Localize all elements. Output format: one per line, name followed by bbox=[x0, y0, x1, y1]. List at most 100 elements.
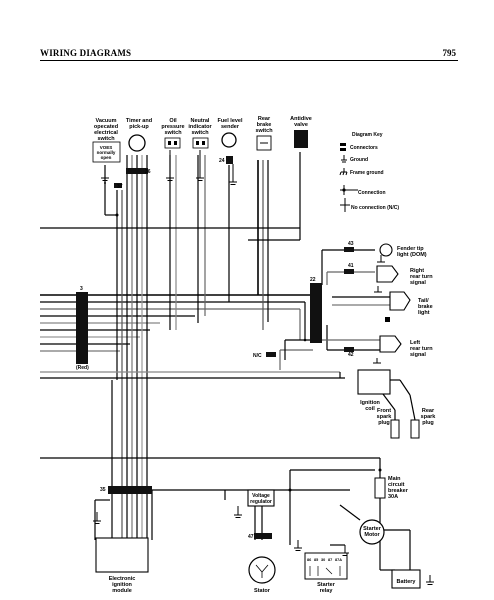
svg-text:Oil: Oil bbox=[169, 118, 177, 124]
breaker-label: Main circuit breaker 30A bbox=[388, 476, 409, 500]
diagram-key: Diagram Key Connectors Ground Frame grou… bbox=[339, 132, 399, 212]
svg-text:opecated: opecated bbox=[94, 124, 118, 130]
connector-22 bbox=[310, 283, 322, 343]
vacuum-switch-label: Vacuum opecated electrical switch bbox=[94, 118, 118, 142]
svg-text:42: 42 bbox=[348, 352, 354, 358]
left-turn-signal bbox=[379, 335, 402, 353]
svg-text:switch: switch bbox=[164, 130, 182, 136]
voes-box bbox=[92, 141, 121, 163]
svg-text:switch: switch bbox=[255, 128, 273, 134]
svg-text:module: module bbox=[112, 588, 132, 594]
svg-text:relay: relay bbox=[320, 588, 334, 594]
ignition-coil bbox=[357, 369, 391, 395]
connector-41 bbox=[344, 269, 354, 274]
harness-vertical bbox=[116, 155, 148, 540]
ground-icon bbox=[374, 286, 382, 293]
svg-text:30: 30 bbox=[321, 558, 325, 562]
svg-text:pressure: pressure bbox=[161, 124, 184, 130]
svg-text:No connection (N/C): No connection (N/C) bbox=[351, 205, 399, 211]
starter-relay bbox=[304, 552, 348, 580]
svg-text:sender: sender bbox=[221, 124, 240, 130]
svg-text:86: 86 bbox=[307, 558, 311, 562]
connector-24 bbox=[226, 156, 233, 164]
rear-spark-plug bbox=[410, 419, 420, 439]
oil-switch bbox=[164, 137, 181, 149]
ignition-module bbox=[95, 537, 149, 573]
rear-brake-switch-label: Rear brake switch bbox=[255, 116, 273, 134]
connector-35 bbox=[108, 486, 152, 494]
ground-icon bbox=[234, 506, 242, 518]
tail-brake-light bbox=[389, 291, 411, 311]
fuel-sender bbox=[221, 132, 237, 148]
starter-label: Starter Motor bbox=[363, 526, 382, 538]
svg-text:valve: valve bbox=[294, 122, 308, 128]
right-turn-label: Right rear turn signal bbox=[410, 268, 433, 286]
regulator-label: Voltage regulator bbox=[250, 493, 272, 505]
svg-text:rear turn: rear turn bbox=[410, 274, 433, 280]
svg-text:Tail/: Tail/ bbox=[418, 298, 429, 304]
red-tag: (Red) bbox=[76, 365, 89, 371]
svg-text:37: 37 bbox=[117, 184, 123, 190]
connector-36-top bbox=[126, 168, 148, 174]
module-label: Electronic ignition module bbox=[109, 576, 136, 594]
connector-labels: 37 36 24 3 22 43 41 42 35 47 bbox=[80, 158, 354, 540]
relay-terminals: 86 85 30 87 87A bbox=[307, 558, 342, 562]
svg-text:electrical: electrical bbox=[94, 130, 118, 136]
svg-text:Right: Right bbox=[410, 268, 424, 274]
neutral-switch-label: Neutral indicator switch bbox=[188, 118, 212, 136]
svg-text:light (DOM): light (DOM) bbox=[397, 252, 427, 258]
svg-text:Fuel level: Fuel level bbox=[217, 118, 243, 124]
voltage-regulator bbox=[247, 489, 275, 507]
timer-pickup bbox=[128, 134, 146, 152]
svg-text:Starter: Starter bbox=[317, 582, 336, 588]
antidive-label: Antidive valve bbox=[290, 116, 312, 128]
connector-3 bbox=[76, 292, 88, 364]
ground-icon bbox=[294, 540, 302, 551]
ground-icon bbox=[196, 150, 204, 181]
svg-text:rear turn: rear turn bbox=[410, 346, 433, 352]
svg-text:open: open bbox=[101, 155, 112, 160]
svg-text:signal: signal bbox=[410, 280, 426, 286]
svg-text:Ignition: Ignition bbox=[360, 400, 380, 406]
svg-text:3: 3 bbox=[80, 286, 83, 292]
svg-text:circuit: circuit bbox=[388, 482, 405, 488]
svg-text:switch: switch bbox=[97, 136, 115, 142]
ground-icon bbox=[229, 164, 237, 185]
svg-text:pick-up: pick-up bbox=[129, 124, 149, 130]
svg-text:coil: coil bbox=[365, 406, 375, 412]
stator bbox=[248, 556, 276, 584]
connection-dots bbox=[115, 213, 382, 492]
relay-label: Starter relay bbox=[317, 582, 336, 594]
svg-text:Connectors: Connectors bbox=[350, 145, 378, 151]
wires bbox=[40, 152, 416, 571]
right-turn-signal bbox=[376, 265, 399, 283]
svg-text:Voltage: Voltage bbox=[252, 493, 270, 499]
antidive-valve bbox=[294, 130, 308, 148]
connector-43 bbox=[344, 247, 354, 252]
fender-tip-label: Fender tip light (DOM) bbox=[397, 246, 427, 258]
svg-text:30A: 30A bbox=[388, 494, 398, 500]
battery-label: Battery bbox=[397, 579, 417, 585]
svg-text:Antidive: Antidive bbox=[290, 116, 312, 122]
ignition-coil-label: Ignition coil bbox=[360, 400, 380, 412]
svg-text:switch: switch bbox=[191, 130, 209, 136]
svg-text:Vacuum: Vacuum bbox=[95, 118, 116, 124]
fuel-sender-label: Fuel level sender bbox=[217, 118, 243, 130]
svg-text:Rear: Rear bbox=[422, 408, 435, 414]
svg-text:ignition: ignition bbox=[112, 582, 132, 588]
svg-text:brake: brake bbox=[257, 122, 272, 128]
svg-text:signal: signal bbox=[410, 352, 426, 358]
svg-text:Diagram Key: Diagram Key bbox=[352, 132, 383, 138]
svg-text:light: light bbox=[418, 310, 430, 316]
svg-text:Neutral: Neutral bbox=[191, 118, 210, 124]
ground-icon bbox=[101, 165, 109, 184]
main-breaker bbox=[374, 477, 386, 499]
svg-text:spark: spark bbox=[377, 414, 393, 420]
svg-text:Starter: Starter bbox=[363, 526, 382, 532]
front-plug-label: Front spark plug bbox=[377, 408, 393, 426]
neutral-switch bbox=[192, 137, 209, 149]
svg-text:plug: plug bbox=[422, 420, 434, 426]
ground-icon bbox=[373, 358, 381, 364]
starter-motor bbox=[359, 519, 385, 545]
